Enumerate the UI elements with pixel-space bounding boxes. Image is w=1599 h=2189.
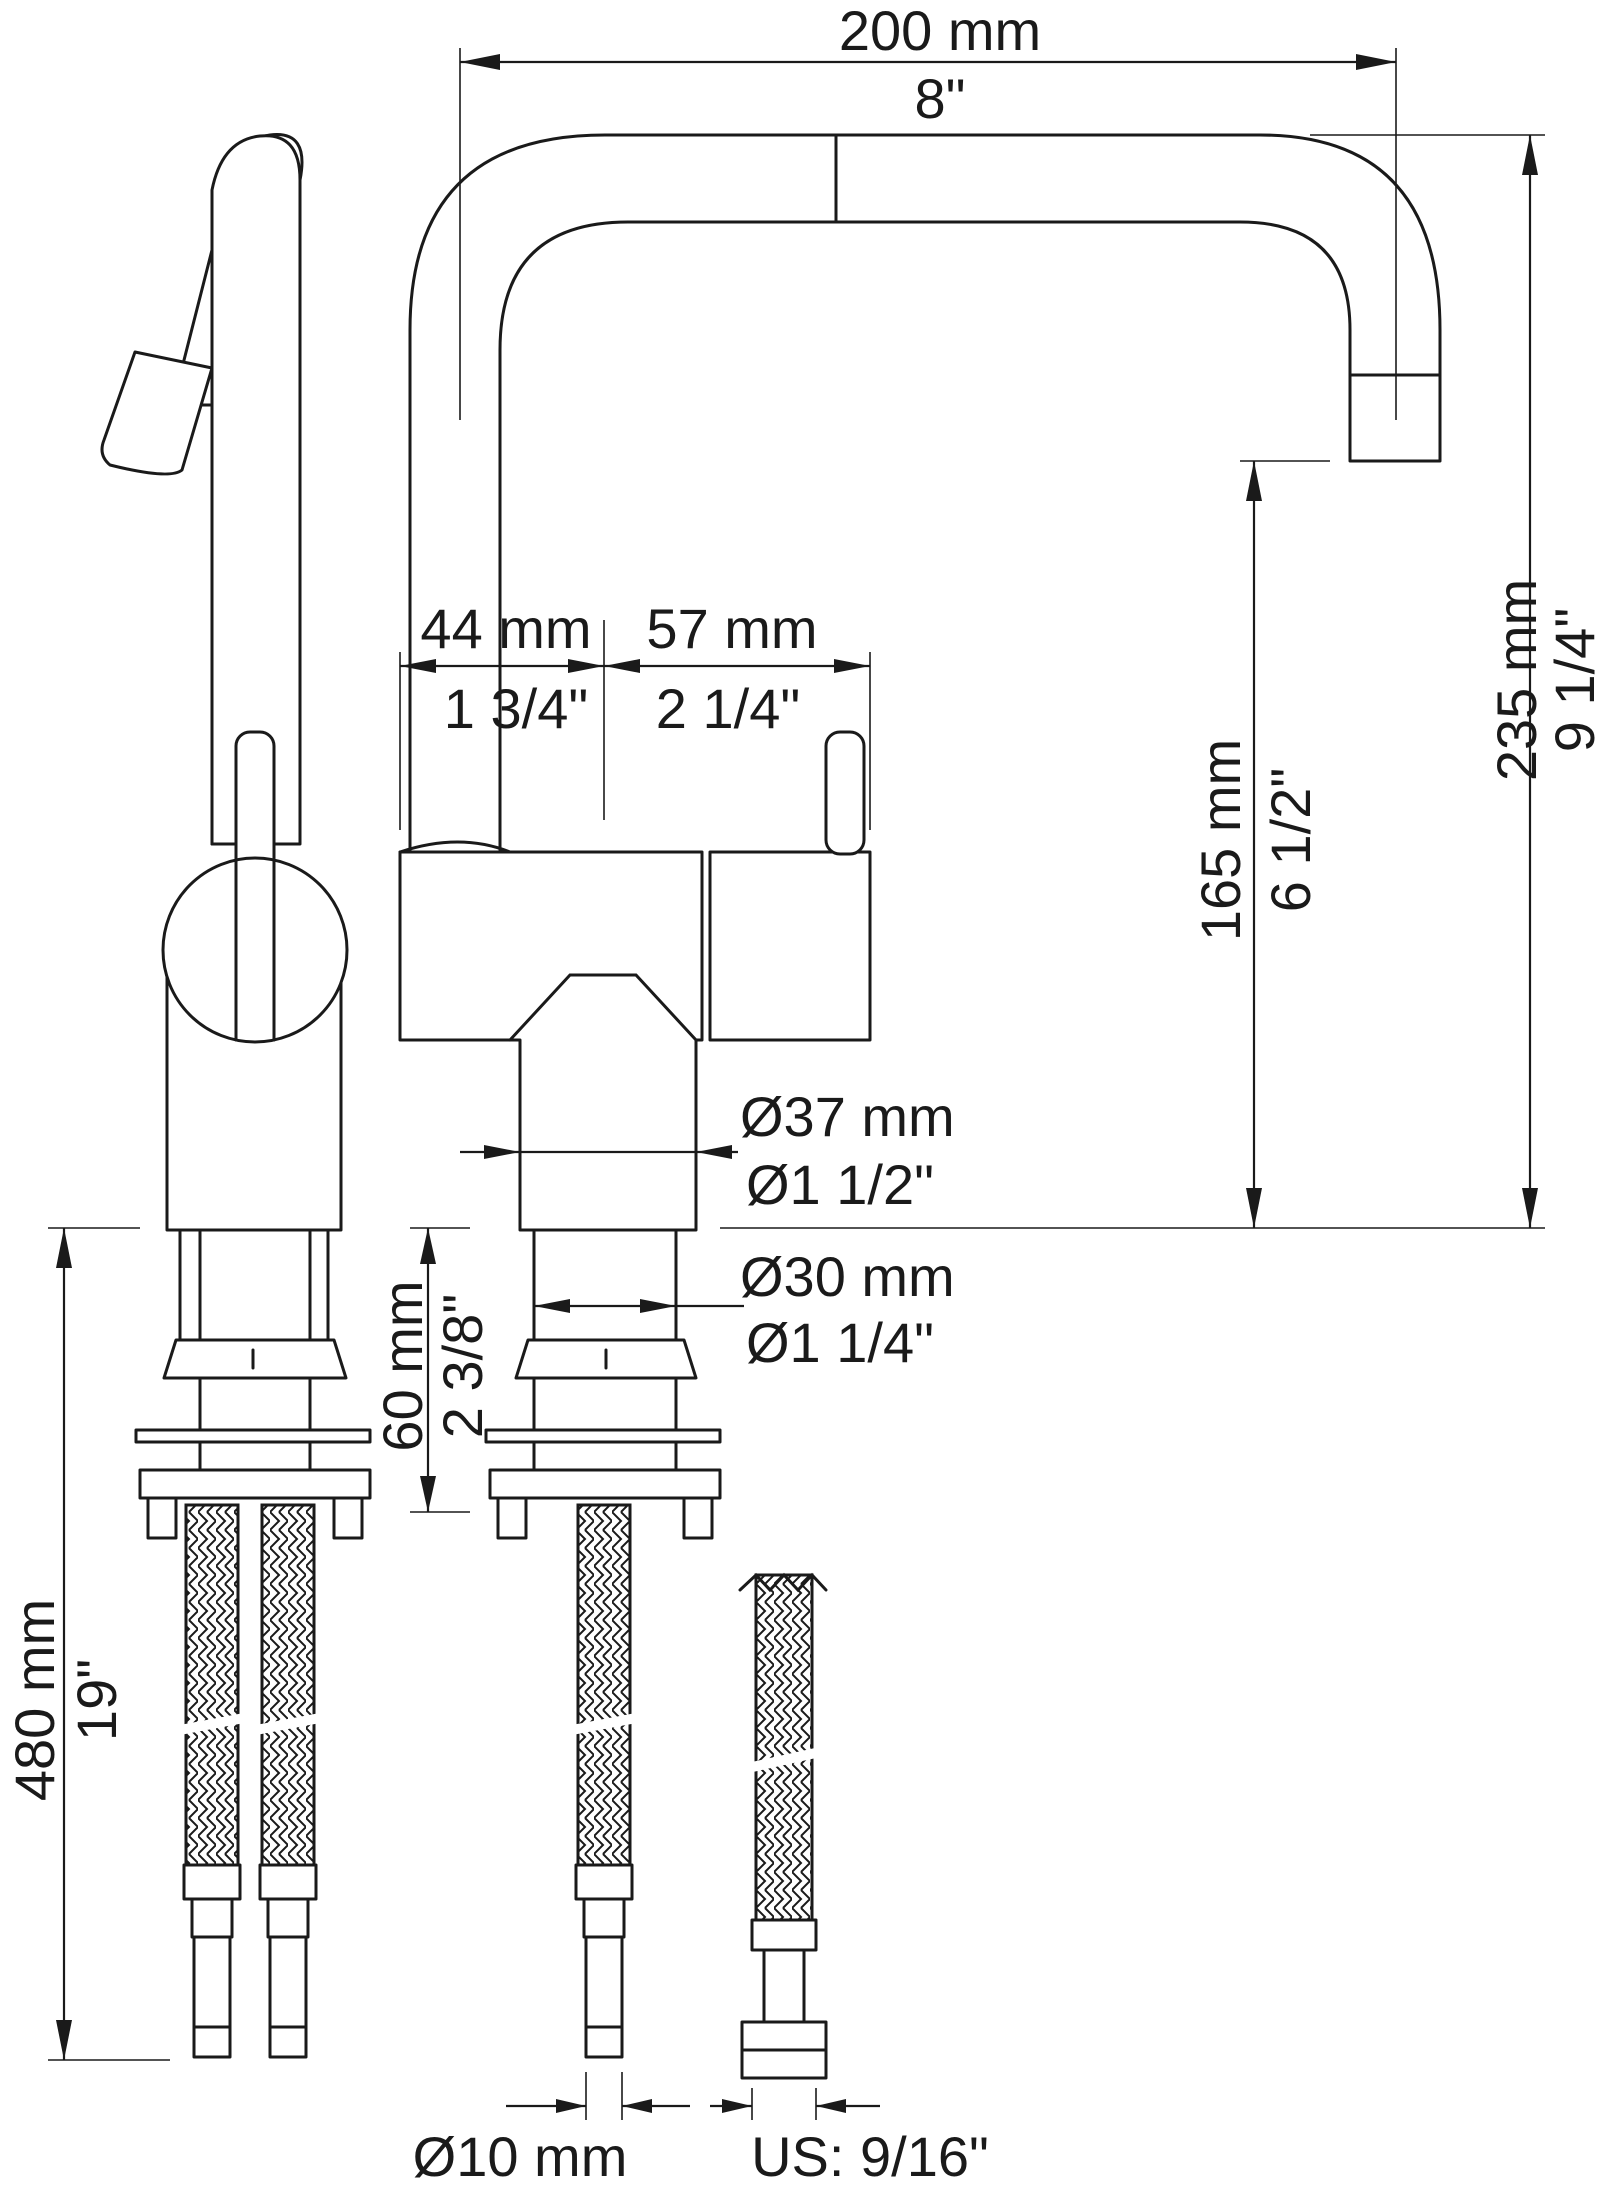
label-handle-offset-mm: 57 mm xyxy=(646,597,817,660)
label-tube-diameter: Ø10 mm xyxy=(413,2125,628,2188)
dimension-lines xyxy=(48,48,1545,2120)
label-shank-diameter-mm: Ø30 mm xyxy=(740,1245,955,1308)
side-lever-stem xyxy=(234,730,276,874)
front-handle-housing xyxy=(708,850,872,1042)
front-nut xyxy=(488,1468,722,1500)
side-nut xyxy=(138,1468,372,1500)
loose-hose-braid xyxy=(754,1573,814,1922)
front-hose xyxy=(576,1503,632,1867)
label-handle-offset-in: 2 1/4" xyxy=(656,677,800,740)
front-spout-inner xyxy=(498,220,1352,852)
side-hose-right xyxy=(260,1503,316,1867)
label-max-deck-in: 2 3/8" xyxy=(431,1294,494,1438)
label-body-diameter-in: Ø1 1/2" xyxy=(746,1153,934,1216)
side-view xyxy=(100,133,372,2059)
front-spout-outer xyxy=(408,133,1442,852)
side-handle-disc xyxy=(161,856,349,1044)
dimension-labels: 200 mm 8" 235 mm 9 1/4" 165 mm 6 1/2" 44… xyxy=(3,0,1599,2188)
front-body xyxy=(398,850,704,1232)
label-left-offset-mm: 44 mm xyxy=(420,597,591,660)
side-hose-left xyxy=(184,1503,240,1867)
side-aerator xyxy=(100,350,214,476)
side-tube-left xyxy=(192,1935,232,2059)
label-hose-length-in: 19" xyxy=(65,1659,128,1741)
label-hose-length-mm: 480 mm xyxy=(3,1599,66,1801)
label-spout-height-mm: 165 mm xyxy=(1189,739,1252,941)
label-max-deck-mm: 60 mm xyxy=(371,1280,434,1451)
side-washer xyxy=(134,1428,372,1444)
label-overall-height-in: 9 1/4" xyxy=(1543,608,1599,752)
loose-hose xyxy=(738,1572,828,2080)
label-overall-height-mm: 235 mm xyxy=(1485,579,1548,781)
side-tube-right xyxy=(268,1935,308,2059)
label-overall-width-in: 8" xyxy=(914,67,965,130)
label-left-offset-in: 1 3/4" xyxy=(444,677,588,740)
front-aerator xyxy=(1348,373,1442,463)
loose-hose-stem xyxy=(762,1948,806,2024)
front-view xyxy=(398,133,1442,2059)
label-overall-width-mm: 200 mm xyxy=(839,0,1041,62)
front-washer xyxy=(484,1428,722,1444)
label-connector-size: US: 9/16" xyxy=(751,2125,989,2188)
label-body-diameter-mm: Ø37 mm xyxy=(740,1085,955,1148)
front-handle-lever xyxy=(824,730,866,856)
label-spout-height-in: 6 1/2" xyxy=(1259,768,1322,912)
front-tube xyxy=(584,1935,624,2059)
label-shank-diameter-in: Ø1 1/4" xyxy=(746,1311,934,1374)
side-shank xyxy=(178,1228,330,1342)
side-collar xyxy=(162,1338,348,1380)
